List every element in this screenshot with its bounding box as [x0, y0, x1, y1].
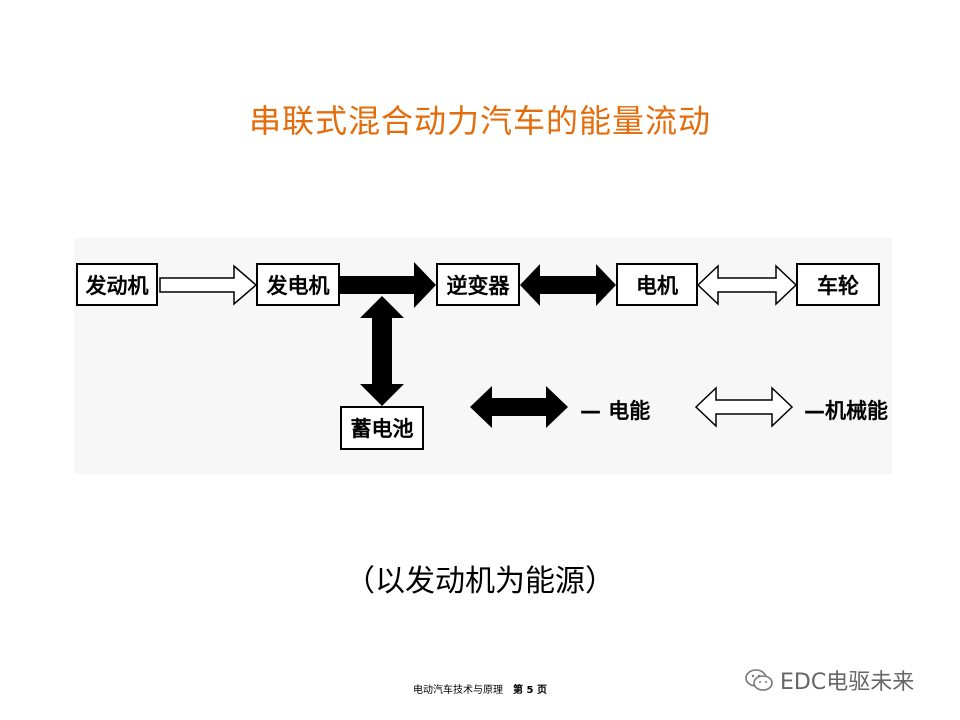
- inverter-box: 逆变器: [436, 263, 520, 306]
- footer-text: 电动汽车技术与原理: [413, 685, 504, 696]
- generator-box: 发电机: [256, 263, 340, 306]
- slide-title: 串联式混合动力汽车的能量流动: [248, 102, 711, 140]
- watermark: EDC电驱未来: [744, 664, 914, 696]
- legend-electric-arrow: [470, 386, 568, 428]
- battery-box: 蓄电池: [340, 406, 424, 450]
- arrow-inverter-motor: [520, 264, 616, 306]
- wheels-label: 车轮: [817, 273, 859, 298]
- engine-box: 发动机: [76, 263, 158, 306]
- motor-label: 电机: [636, 273, 678, 298]
- arrow-generator-inverter: [340, 262, 436, 308]
- legend-electric-label: — 电能: [580, 399, 651, 423]
- legend-mechanical-label: —机械能: [804, 399, 888, 423]
- generator-label: 发电机: [266, 273, 330, 298]
- arrow-motor-wheels: [696, 264, 798, 306]
- motor-box: 电机: [616, 263, 698, 306]
- page-number: 第 5 页: [513, 685, 547, 696]
- arrow-bus-battery: [360, 296, 404, 406]
- arrow-engine-generator: [159, 264, 258, 306]
- inverter-label: 逆变器: [446, 273, 510, 298]
- battery-label: 蓄电池: [350, 417, 414, 441]
- watermark-text: EDC电驱未来: [780, 670, 915, 695]
- footer: 电动汽车技术与原理第 5 页: [0, 681, 960, 696]
- engine-label: 发动机: [85, 273, 149, 298]
- legend-mechanical-arrow: [694, 386, 794, 428]
- wheels-box: 车轮: [796, 263, 880, 306]
- wechat-icon: [745, 669, 773, 691]
- caption: （以发动机为能源）: [345, 564, 615, 599]
